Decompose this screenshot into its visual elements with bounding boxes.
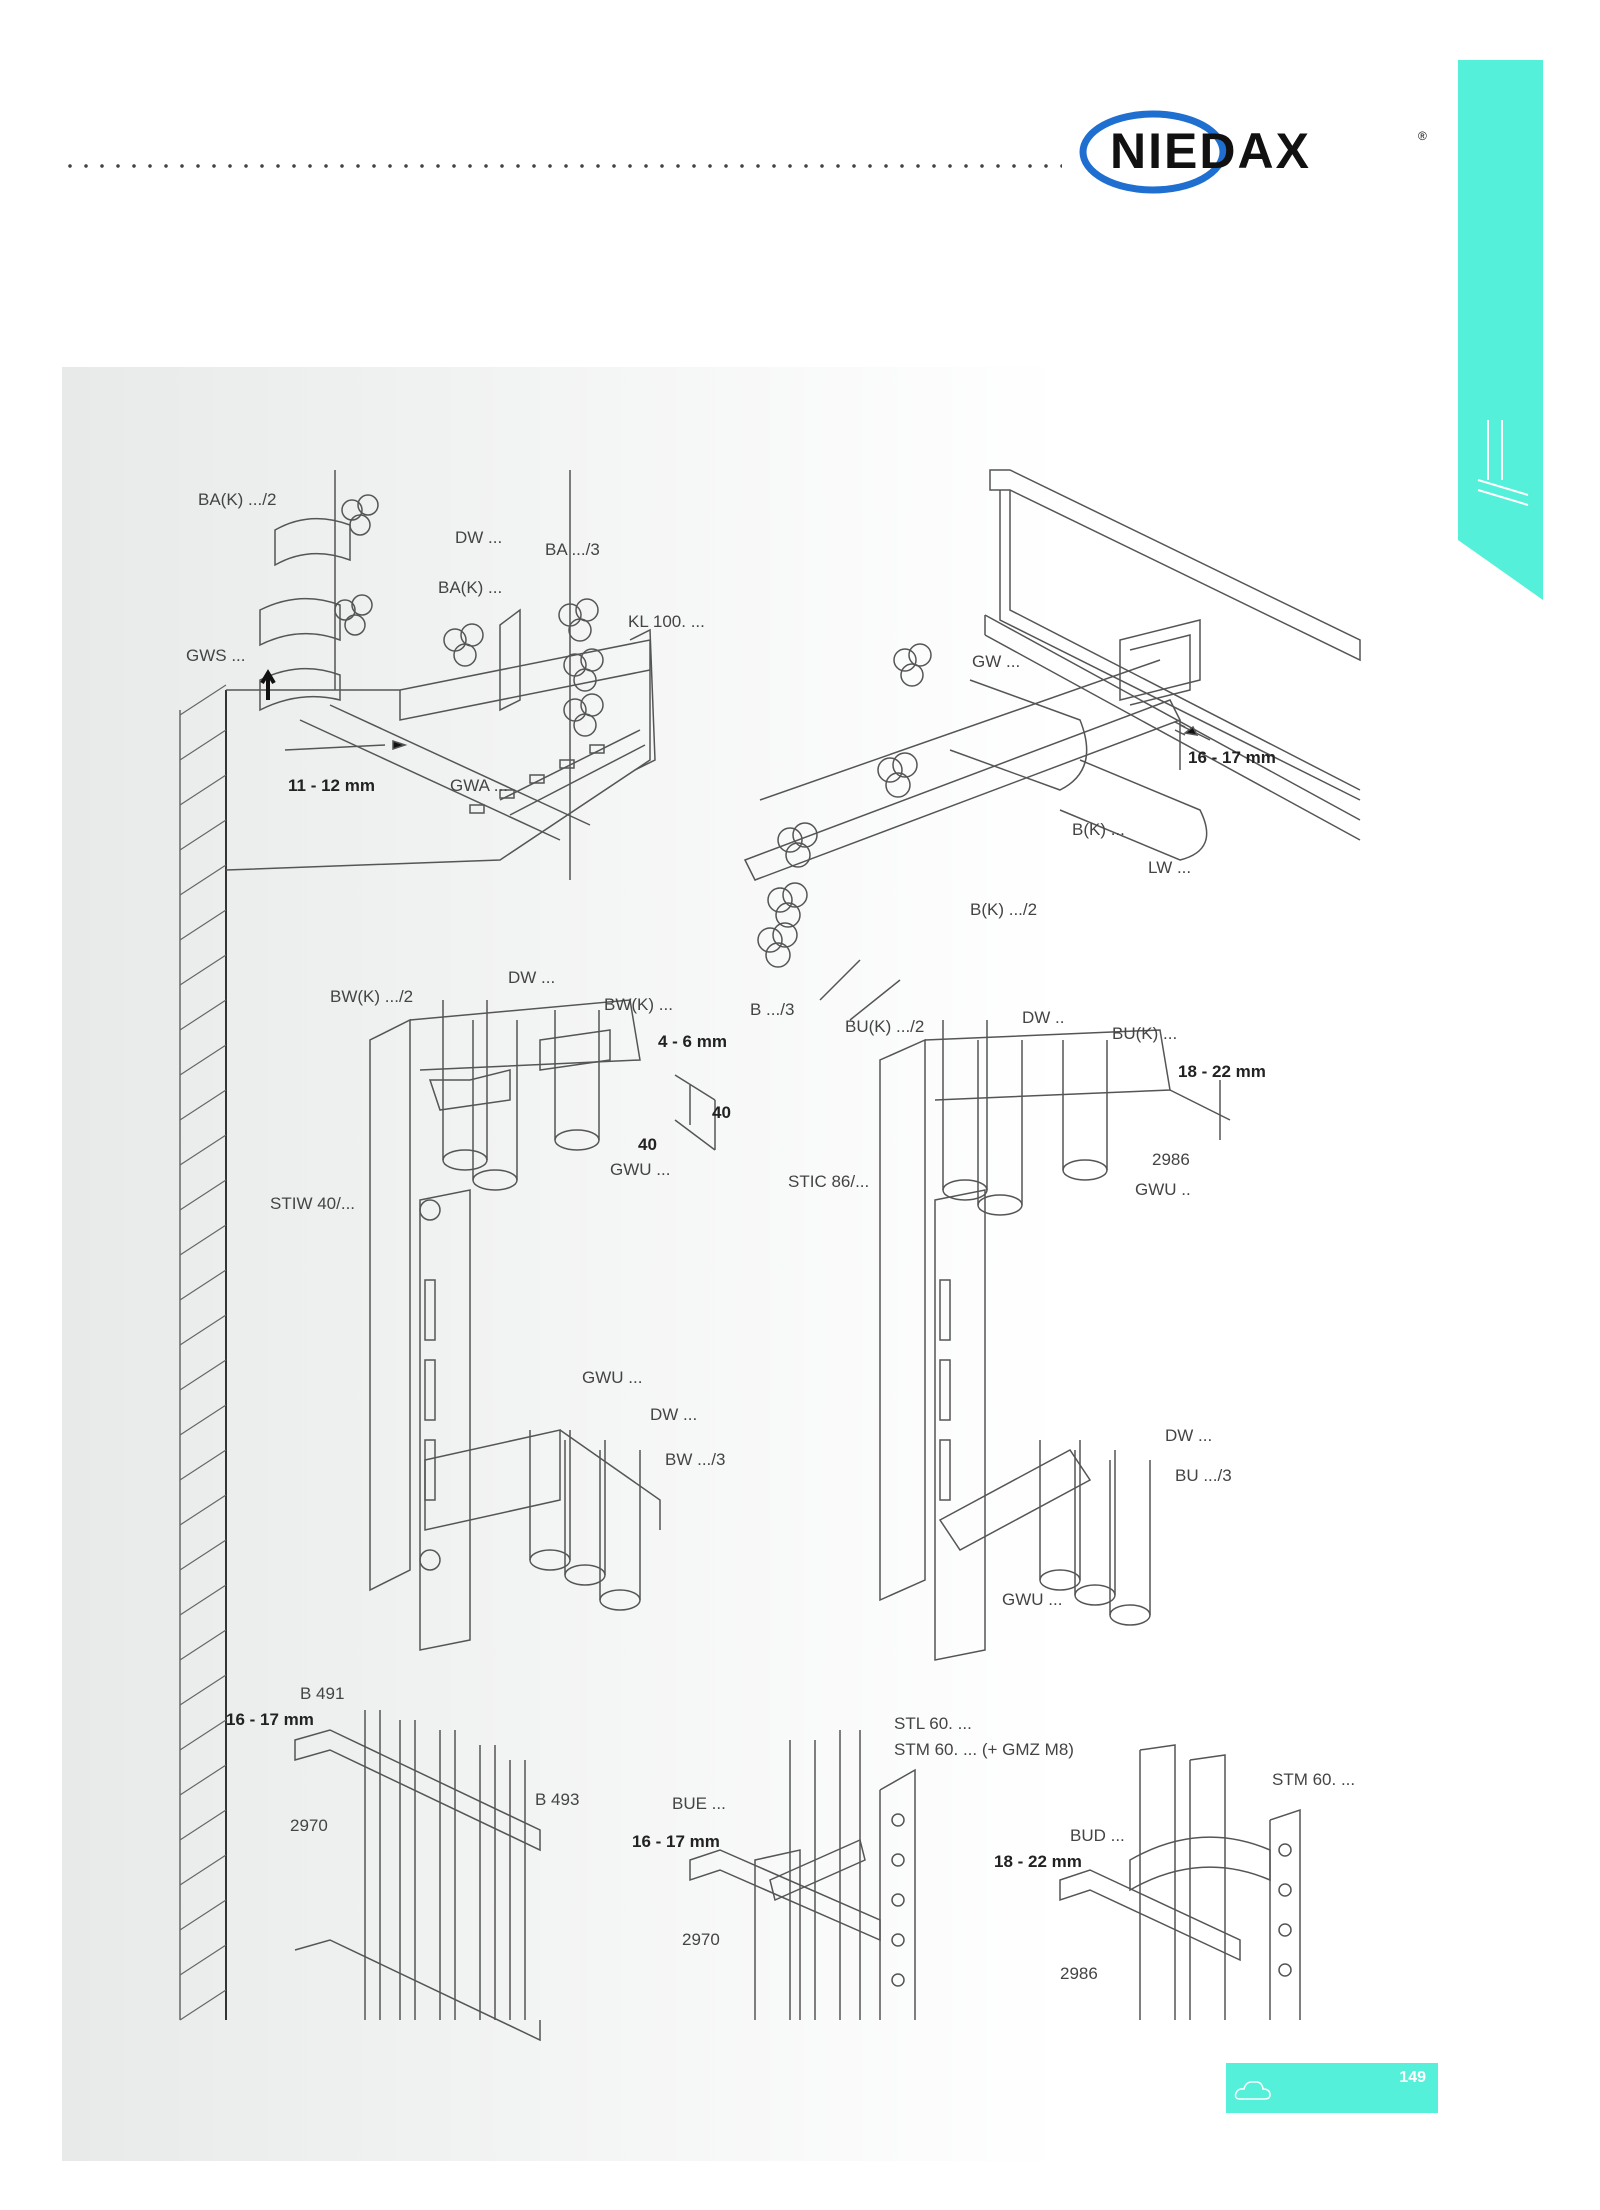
label-gwa: GWA ... [450,776,508,795]
page-footer: 149 [1226,2063,1438,2113]
label-dw-a: DW ... [455,528,503,547]
label-b-3: B .../3 [750,1000,795,1019]
label-gwu-d: GWU ... [1002,1590,1063,1609]
label-2986-b: 2986 [1060,1964,1098,1983]
dotted-header-rule [62,162,1062,170]
label-ba-k-2: BA(K) .../2 [198,490,277,509]
label-bw-k-2: BW(K) .../2 [330,987,414,1006]
label-bue: BUE ... [672,1794,726,1813]
beam-assembly [743,469,1361,1021]
cloud-icon [1234,2081,1271,2100]
label-16-17mm-b: 16 - 17 mm [226,1710,314,1729]
label-bu-k-2: BU(K) .../2 [845,1017,925,1036]
label-18-22mm-a: 18 - 22 mm [1178,1062,1266,1081]
label-bu-3: BU .../3 [1175,1466,1232,1485]
wall-hatching [179,684,227,2021]
stiw-channel-assembly [369,999,716,1651]
label-gws: GWS ... [186,646,246,665]
label-dw-d: DW ... [650,1405,698,1424]
label-stic: STIC 86/... [788,1172,870,1191]
page-number: 149 [1399,2069,1426,2086]
label-stm-gmz: STM 60. ... (+ GMZ M8) [894,1740,1074,1759]
label-gwu-b: GWU .. [1135,1180,1191,1199]
label-bw-k: BW(K) ... [604,995,673,1014]
label-11-12mm: 11 - 12 mm [288,776,375,795]
label-18-22mm-b: 18 - 22 mm [994,1852,1082,1871]
bottom-middle-assembly [689,1730,916,2020]
label-16-17mm-c: 16 - 17 mm [632,1832,720,1851]
label-dw-b: DW ... [508,968,556,987]
stic-channel-assembly [879,1020,1231,1661]
svg-text:®: ® [1418,129,1427,143]
label-2986-a: 2986 [1152,1150,1190,1169]
niedax-logo: NIEDAX ® [1079,110,1427,194]
label-dw-c: DW .. [1022,1008,1065,1027]
label-lw: LW ... [1148,858,1192,877]
bottom-left-rail-assembly [294,1710,541,2042]
label-b-k: B(K) ... [1072,820,1125,839]
label-bw-3: BW .../3 [665,1450,726,1469]
label-stm: STM 60. ... [1272,1770,1356,1789]
label-2970-b: 2970 [682,1930,720,1949]
label-40-a: 40 [712,1103,731,1122]
svg-text:NIEDAX: NIEDAX [1110,123,1311,179]
label-ba-k: BA(K) ... [438,578,503,597]
label-40-b: 40 [638,1135,657,1154]
cable-support-icon [1477,420,1529,506]
label-4-6mm: 4 - 6 mm [658,1032,727,1051]
bottom-right-assembly [1059,1744,1301,2020]
side-tab [1458,60,1543,600]
label-2970-a: 2970 [290,1816,328,1835]
label-b-k-2: B(K) .../2 [970,900,1038,919]
label-stl: STL 60. ... [894,1714,972,1733]
wall-bracket-assembly [225,470,656,880]
label-bu-k: BU(K) ... [1112,1024,1178,1043]
label-gwu-c: GWU ... [582,1368,643,1387]
label-bud: BUD ... [1070,1826,1125,1845]
label-b491: B 491 [300,1684,345,1703]
label-dw-e: DW ... [1165,1426,1213,1445]
label-stiw: STIW 40/... [270,1194,356,1213]
label-gw: GW ... [972,652,1021,671]
label-ba-3: BA .../3 [545,540,600,559]
label-b493: B 493 [535,1790,580,1809]
label-16-17mm-a: 16 - 17 mm [1188,748,1276,767]
label-gwu-a: GWU ... [610,1160,671,1179]
label-kl-100: KL 100. ... [628,612,705,631]
